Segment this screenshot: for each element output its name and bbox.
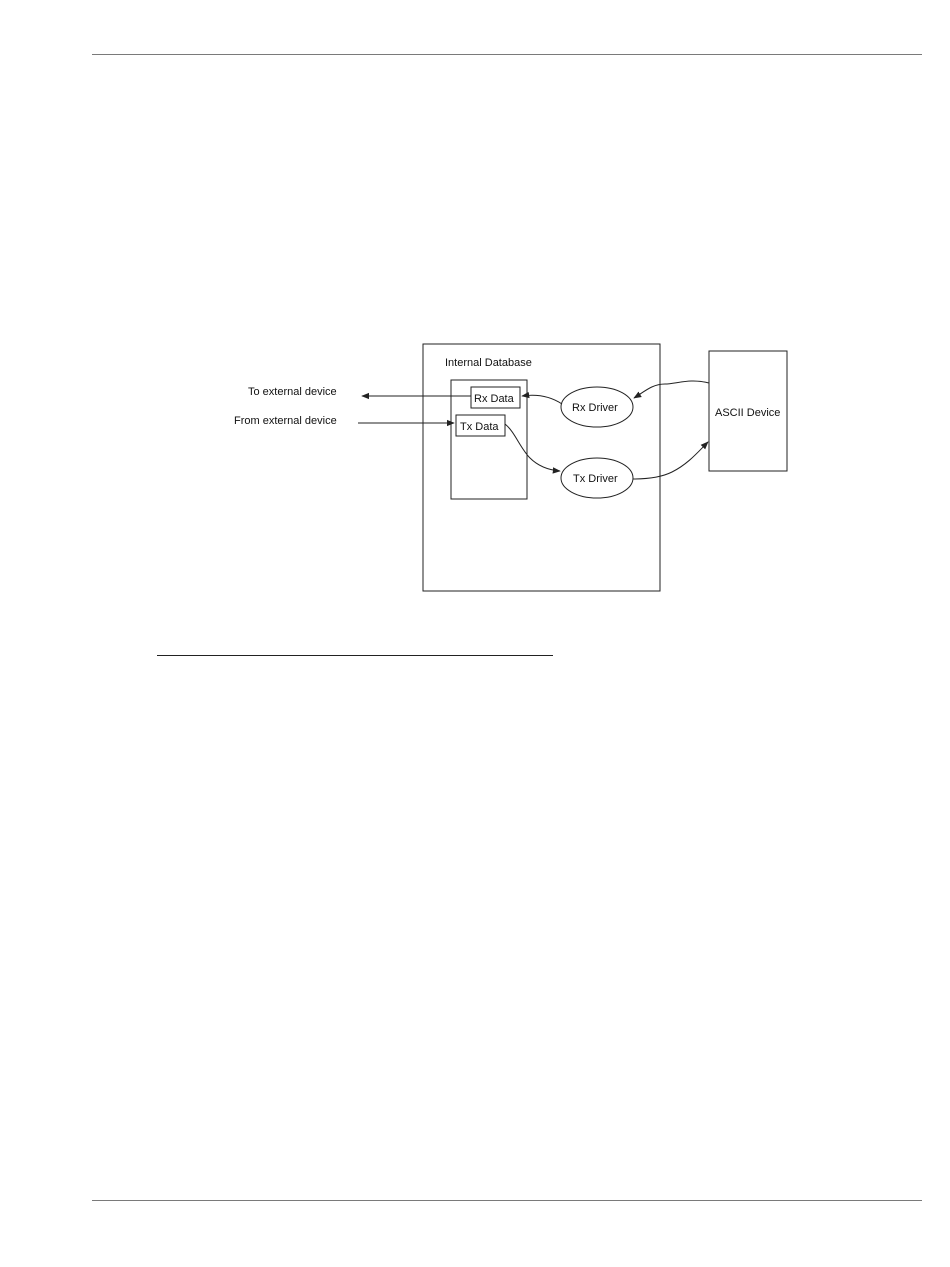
tx-data-label: Tx Data <box>460 421 499 433</box>
rx-data-label: Rx Data <box>474 393 515 405</box>
tx-driver-label: Tx Driver <box>573 473 618 485</box>
internal-database-label: Internal Database <box>445 357 532 369</box>
from-external-label: From external device <box>234 415 337 427</box>
to-external-label: To external device <box>248 386 337 398</box>
ascii-device-label: ASCII Device <box>715 407 780 419</box>
rx-driver-label: Rx Driver <box>572 402 618 414</box>
